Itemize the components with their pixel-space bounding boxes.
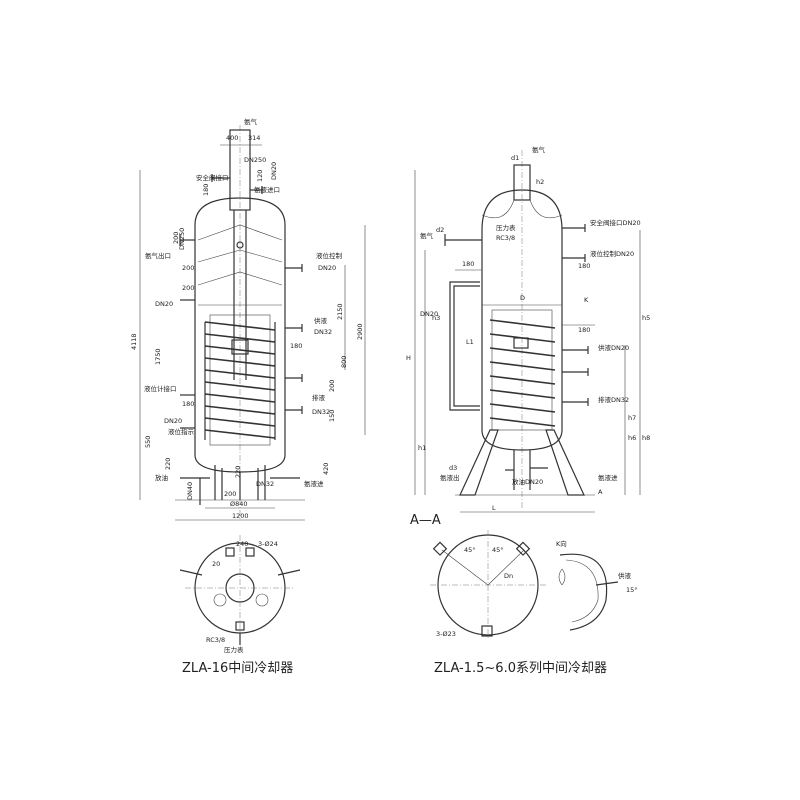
dim-240: 240: [236, 540, 248, 548]
dim-1200: 1200: [232, 512, 249, 520]
dim-180b: 180: [290, 342, 302, 350]
label-dn32-supply: DN32: [314, 328, 332, 336]
label-dn32-bottom: DN32: [256, 480, 274, 488]
r-label-liquid-out: 氨液出: [440, 473, 460, 482]
r-label-h7: h7: [628, 414, 636, 422]
dim-420: 420: [322, 463, 330, 475]
label-safety-valve: 安全阀接口: [196, 173, 229, 182]
dim-20: 20: [212, 560, 220, 568]
label-rc38: RC3/8: [206, 636, 225, 644]
zla15-caption: ZLA-1.5~6.0系列中间冷却器: [434, 661, 607, 676]
r-label-ammonia-gas-left: 氨气: [420, 231, 434, 240]
section-aa: A—A: [410, 513, 441, 528]
dim-314: 314: [248, 134, 260, 142]
dim-200e: 200: [224, 490, 236, 498]
r-label-liquid-in: 氨液进: [598, 473, 618, 482]
label-level-ctrl: 液位控制: [316, 251, 343, 260]
zla16-caption: ZLA-16中间冷却器: [182, 661, 293, 676]
r-label-K: K: [584, 296, 589, 304]
r-label-rc38: RC3/8: [496, 234, 515, 242]
label-3phi24: 3-Ø24: [258, 540, 278, 548]
r-label-H: H: [406, 354, 411, 362]
r-dim-180c: 180: [578, 326, 590, 334]
r-label-d2: d2: [436, 226, 444, 234]
r-label-pressure-gauge: 压力表: [496, 223, 516, 232]
r-label-supply: 供液DN20: [598, 343, 629, 352]
r-label-h2: h2: [536, 178, 544, 186]
zla16-plan-view: [179, 535, 301, 645]
r-label-D: D: [520, 294, 525, 302]
r-label-k-view: K向: [556, 539, 567, 548]
r-label-oil-drain: 放油DN20: [512, 477, 543, 486]
k-view-detail: [558, 553, 619, 631]
dim-200d: 200: [328, 380, 336, 392]
dim-2900: 2900: [356, 323, 364, 340]
label-pressure-gauge: 压力表: [224, 645, 244, 654]
label-supply: 供液: [314, 316, 328, 325]
dim-220a: 220: [164, 458, 172, 470]
r-label-h5: h5: [642, 314, 650, 322]
label-dn250: DN250: [244, 156, 266, 164]
dim-180a: 180: [202, 184, 210, 196]
r-label-supply-k: 供液: [618, 571, 632, 580]
label-ammonia-gas: 氨气: [244, 117, 258, 126]
zla16-elevation: [139, 125, 366, 521]
dim-150: 150: [328, 410, 336, 422]
r-label-L1: L1: [466, 338, 474, 346]
zla15-elevation: [414, 150, 641, 513]
r-label-dn20-left: DN20: [420, 310, 438, 318]
r-label-L: L: [492, 504, 496, 512]
label-oil-drain: 放油: [155, 473, 168, 482]
r-dim-180a: 180: [462, 260, 474, 268]
dim-180c: 180: [182, 400, 194, 408]
label-dn250-side: DN250: [178, 228, 186, 250]
dim-400: 400: [226, 134, 238, 142]
dim-1750: 1750: [154, 348, 162, 365]
r-label-safety-valve: 安全阀接口DN20: [590, 218, 641, 227]
label-liquid-in-bottom: 氨液进: [304, 479, 324, 488]
r-label-45a: 45°: [464, 546, 476, 554]
label-level-ind: 液位指示: [168, 427, 195, 436]
r-label-h8: h8: [642, 434, 650, 442]
r-label-3phi23: 3-Ø23: [436, 630, 456, 638]
dim-2150: 2150: [336, 303, 344, 320]
label-level-port: 液位计接口: [144, 384, 177, 393]
r-dim-180b: 180: [578, 262, 590, 270]
r-label-15: 15°: [626, 586, 638, 594]
zla15-plan-view: [430, 530, 546, 640]
r-label-A: A: [598, 488, 603, 496]
label-dn20-top: DN20: [270, 162, 278, 180]
r-label-h6: h6: [628, 434, 636, 442]
dim-200b: 200: [182, 264, 194, 272]
dim-200c: 200: [182, 284, 194, 292]
r-label-level-ctrl: 液位控制DN20: [590, 249, 634, 258]
r-label-h3: h3: [432, 314, 440, 322]
dim-220b: 220: [234, 466, 242, 478]
label-dn20-level: DN20: [318, 264, 336, 272]
r-label-45b: 45°: [492, 546, 504, 554]
label-drain: 排液: [312, 393, 326, 402]
dim-120: 120: [256, 170, 264, 182]
label-dn20-left: DN20: [155, 300, 173, 308]
r-label-Dn: Dn: [504, 572, 513, 580]
dim-200a: 200: [172, 232, 180, 244]
r-label-d1: d1: [511, 154, 519, 162]
r-label-d3: d3: [449, 464, 457, 472]
r-label-drain: 排液DN32: [598, 395, 629, 404]
dim-800: 800: [340, 356, 348, 368]
label-liquid-inlet: 氨液进口: [254, 185, 280, 194]
label-dn40: DN40: [186, 482, 194, 500]
label-gas-outlet: 氨气出口: [145, 251, 171, 260]
dim-4118: 4118: [130, 333, 138, 350]
label-dn32-drain: DN32: [312, 408, 330, 416]
dim-550: 550: [144, 436, 152, 448]
dim-840: Ø840: [230, 500, 248, 508]
r-label-ammonia-gas: 氨气: [532, 145, 546, 154]
label-dn20-lp: DN20: [164, 417, 182, 425]
r-label-h1: h1: [418, 444, 426, 452]
